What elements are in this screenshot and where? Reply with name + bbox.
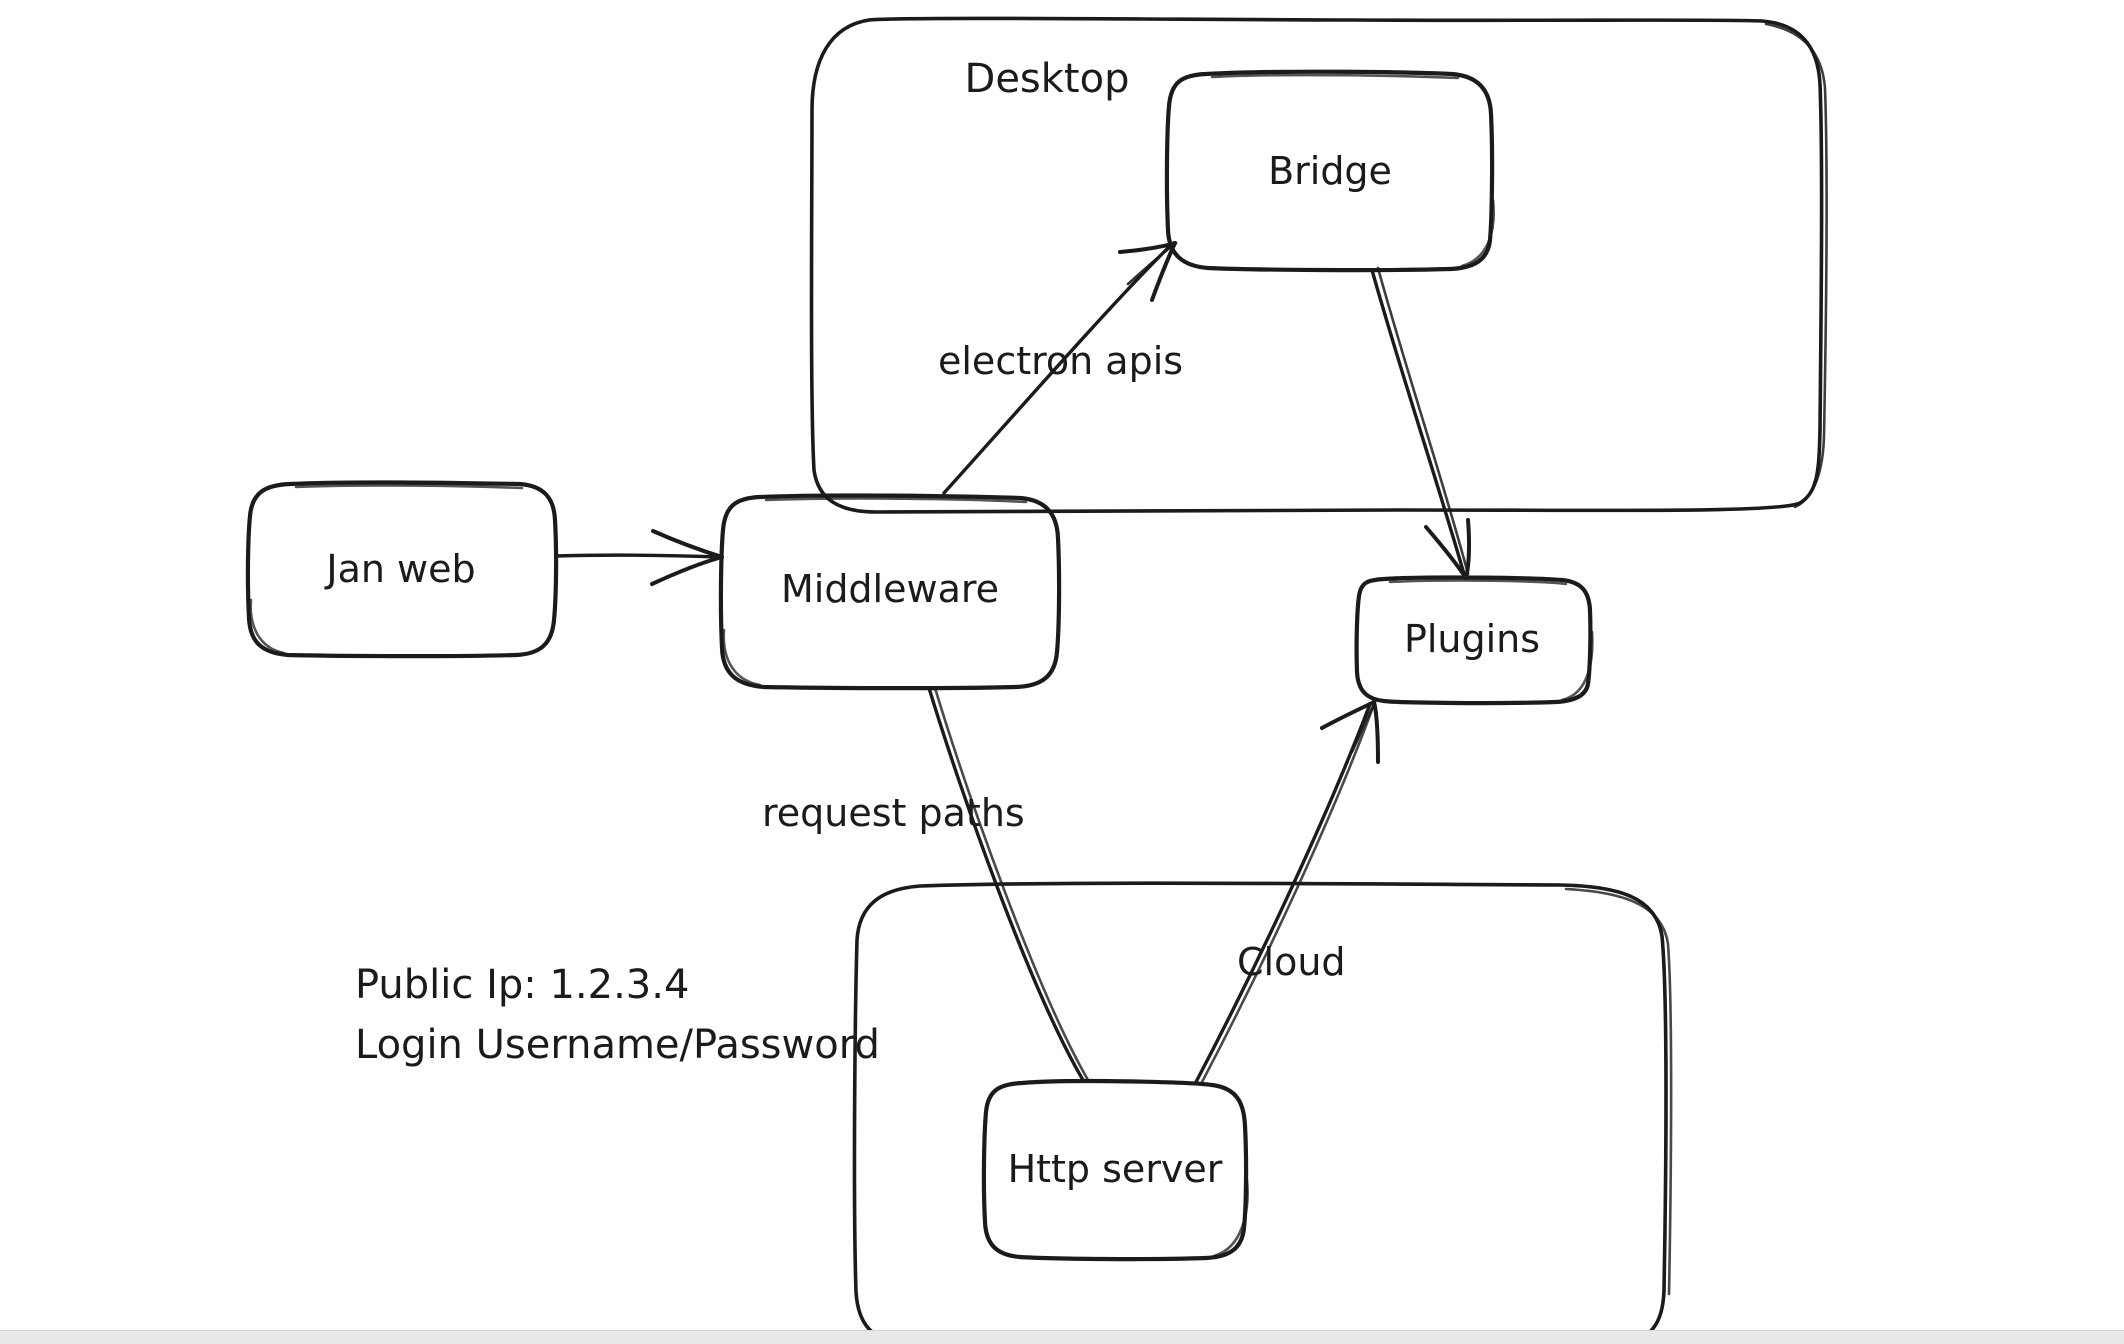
node-jan-web[interactable]: Jan web <box>245 480 559 659</box>
node-http-server[interactable]: Http server <box>981 1078 1249 1262</box>
notes-block: Public Ip: 1.2.3.4 Login Username/Passwo… <box>355 962 880 1068</box>
node-label-http-server: Http server <box>1008 1147 1223 1191</box>
group-desktop: Desktop <box>809 16 1828 514</box>
group-label-desktop: Desktop <box>965 56 1130 102</box>
note-login: Login Username/Password <box>355 1022 880 1068</box>
node-plugins[interactable]: Plugins <box>1354 575 1594 706</box>
node-bridge[interactable]: Bridge <box>1164 69 1495 273</box>
note-public-ip: Public Ip: 1.2.3.4 <box>355 962 689 1008</box>
node-label-jan-web: Jan web <box>324 547 475 591</box>
bottom-strip <box>0 1330 2124 1344</box>
edge-label-electron-apis: electron apis <box>938 339 1183 383</box>
node-label-plugins: Plugins <box>1404 617 1540 661</box>
edge-httpserver-to-plugins: Cloud <box>1194 700 1380 1086</box>
node-label-bridge: Bridge <box>1268 149 1392 193</box>
node-label-middleware: Middleware <box>781 567 999 611</box>
group-label-cloud: Cloud <box>1237 940 1346 984</box>
edge-middleware-to-bridge: electron apis <box>938 241 1183 495</box>
edge-bridge-to-plugins <box>1370 266 1472 580</box>
edge-label-request-paths: request paths <box>762 791 1025 835</box>
edge-janweb-to-middleware <box>554 529 724 586</box>
node-middleware[interactable]: Middleware <box>718 493 1062 691</box>
group-cloud <box>852 881 1673 1344</box>
edge-middleware-to-httpserver: request paths <box>762 686 1090 1082</box>
